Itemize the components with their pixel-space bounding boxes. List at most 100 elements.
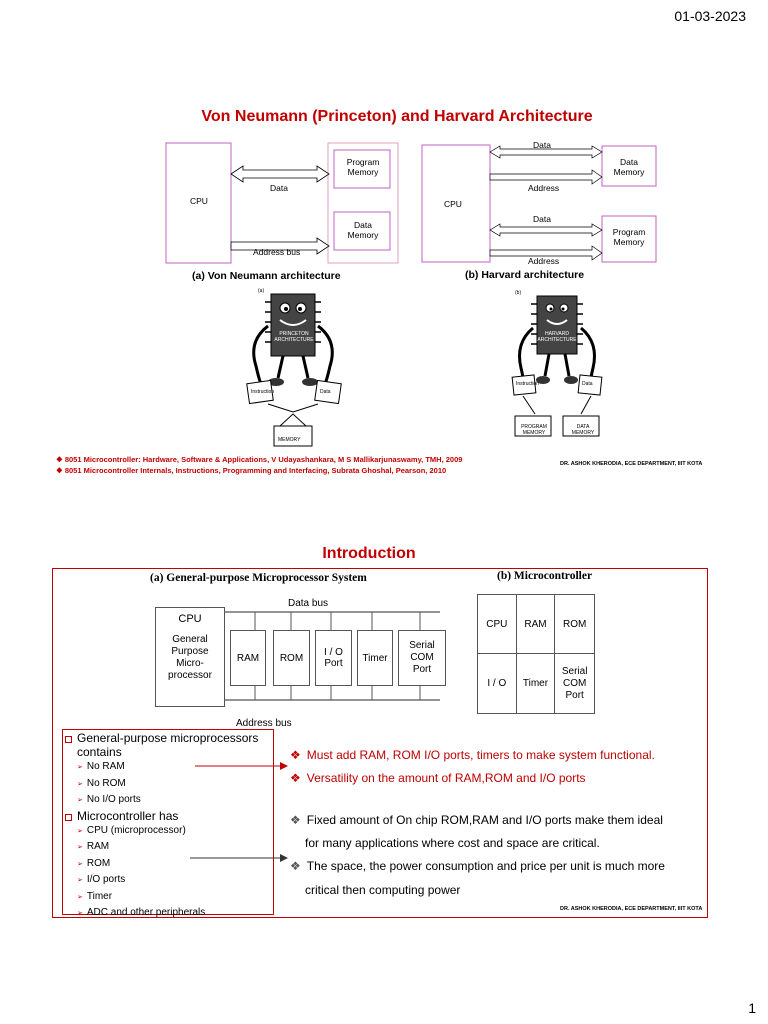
diamond-bullet-icon: ❖ <box>290 748 301 762</box>
hv-program-memory-box <box>601 215 657 263</box>
hv-program-memory-label: Program Memory <box>612 227 646 247</box>
hv-data-arrow-bottom <box>489 223 603 237</box>
vn-data-label: Data <box>270 183 288 193</box>
vn-cpu-box <box>165 142 232 264</box>
memory-box <box>273 425 313 447</box>
arrow-bullet-icon: ➢ <box>77 780 83 788</box>
data-bus-label: Data bus <box>288 598 329 609</box>
robot-b-instruction: Instruction <box>516 381 540 387</box>
mc-serial-cell: Serial COM Port <box>561 665 588 701</box>
timer-block: Timer <box>357 630 393 686</box>
arrow-bullet-icon: ➢ <box>77 860 83 868</box>
slide1-title: Von Neumann (Princeton) and Harvard Arch… <box>201 108 593 125</box>
mc-cpu-cell: CPU <box>478 595 517 654</box>
microprocessor-system-diagram <box>225 611 440 701</box>
hv-address-arrow-top <box>489 169 603 185</box>
diamond-bullet-icon: ❖ <box>290 771 301 785</box>
slide1-credit: DR. ASHOK KHERODIA, ECE DEPARTMENT, IIIT… <box>560 461 703 467</box>
list-item: ➢No RAM <box>77 761 125 772</box>
data-sheet <box>314 379 342 405</box>
io-port-block: I / O Port <box>315 630 352 686</box>
princeton-chip-text: PRINCETON ARCHITECTURE <box>274 331 314 343</box>
hv-address-top-label: Address <box>528 183 560 193</box>
square-bullet-icon <box>65 813 72 821</box>
list-item: ➢No ROM <box>77 777 126 789</box>
slide2-title: Introduction <box>322 545 416 562</box>
hv-data-memory-box <box>601 145 657 187</box>
arrow-bullet-icon: ➢ <box>77 877 83 884</box>
vn-data-arrow <box>230 165 330 183</box>
arrow-bullet-icon: ➢ <box>77 797 83 804</box>
diamond-bullet-icon: ❖ <box>290 813 301 827</box>
von-neumann-diagram <box>165 142 399 264</box>
fig-a-title: (a) General-purpose Microprocessor Syste… <box>150 572 367 584</box>
point-versatility: ❖Versatility on the amount of RAM,ROM an… <box>290 771 586 785</box>
mc-timer-cell: Timer <box>517 654 556 713</box>
arrow-bullet-icon: ➢ <box>77 910 83 917</box>
instruction-sheet <box>246 379 274 405</box>
vn-data-memory-label: Data Memory <box>347 220 379 240</box>
vn-data-memory-box <box>333 211 391 251</box>
hv-caption: (b) Harvard architecture <box>465 269 585 281</box>
robot-a-data: Data <box>320 389 331 395</box>
hv-data-bottom-label: Data <box>533 214 551 224</box>
point-space-power: ❖The space, the power consumption and pr… <box>290 859 665 873</box>
vn-caption: (a) Von Neumann architecture <box>192 270 341 282</box>
hv-data-top-label: Data <box>533 140 551 150</box>
hv-cpu-box <box>421 144 491 263</box>
list-heading-microprocessor: General-purpose microprocessors contains <box>63 731 273 759</box>
harvard-robot-illustration <box>511 295 603 437</box>
data-memory-box <box>562 415 600 437</box>
arrow-bullet-icon: ➢ <box>77 827 83 835</box>
robot-b-data: Data <box>582 381 593 387</box>
hv-cpu-label: CPU <box>444 199 462 209</box>
mc-io-cell: I / O <box>478 654 517 713</box>
point-space-power-cont: critical then computing power <box>305 883 461 897</box>
robot-a-instruction: Instruction <box>251 389 275 395</box>
cpu-description: General Purpose Micro-processor <box>168 634 212 681</box>
hv-data-memory-label: Data Memory <box>613 157 645 177</box>
vn-memory-frame <box>327 142 399 264</box>
point-fixed-amount: ❖Fixed amount of On chip ROM,RAM and I/O… <box>290 813 663 827</box>
princeton-robot-illustration <box>246 293 342 447</box>
hv-data-arrow-top <box>489 145 603 159</box>
list-item: ➢RAM <box>77 841 110 852</box>
list-item: ➢ROM <box>77 857 111 869</box>
program-memory-box <box>514 415 552 437</box>
slide2-credit: DR. ASHOK KHERODIA, ECE DEPARTMENT, IIIT… <box>560 906 703 912</box>
page-number: 1 <box>748 1000 756 1016</box>
connector-arrows <box>190 762 288 862</box>
robot-a-fig-label: (a) <box>258 288 265 294</box>
instruction-sheet <box>511 374 537 396</box>
vn-address-label: Address bus <box>253 247 301 257</box>
fig-b-title: (b) Microcontroller <box>497 570 593 582</box>
robot-a-memory: MEMORY <box>278 437 301 443</box>
list-item: ➢CPU (microprocessor) <box>77 824 186 836</box>
robot-b-program-memory: PROGRAM MEMORY <box>521 424 547 436</box>
diamond-bullet-icon: ❖ <box>290 859 301 873</box>
harvard-diagram <box>421 144 657 263</box>
microcontroller-diagram: CPU RAM ROM I / O Timer Serial COM Port <box>477 594 595 714</box>
ram-block: RAM <box>230 630 266 686</box>
cpu-title: CPU <box>178 613 202 625</box>
arrow-bullet-icon: ➢ <box>77 764 83 771</box>
list-item: ➢I/O ports <box>77 874 126 885</box>
mc-rom-cell: ROM <box>555 595 594 654</box>
list-item: ➢No I/O ports <box>77 794 141 805</box>
mc-ram-cell: RAM <box>516 595 556 654</box>
vn-cpu-label: CPU <box>190 196 208 206</box>
vn-program-memory-label: Program Memory <box>346 157 380 177</box>
point-must-add: ❖Must add RAM, ROM I/O ports, timers to … <box>290 748 655 762</box>
point-fixed-amount-cont: for many applications where cost and spa… <box>305 836 600 850</box>
hv-address-bottom-label: Address <box>528 256 560 266</box>
reference-1: ❖ 8051 Microcontroller: Hardware, Softwa… <box>56 455 463 464</box>
data-sheet <box>577 374 603 396</box>
black-arrowhead-icon <box>280 854 288 862</box>
comparison-list-box: General-purpose microprocessors contains… <box>62 729 274 918</box>
robot-b-fig-label: (b) <box>515 290 522 296</box>
list-heading-microcontroller: Microcontroller has <box>63 809 273 823</box>
robot-b-data-memory: DATA MEMORY <box>571 424 595 436</box>
list-item: ➢Timer <box>77 890 113 902</box>
rom-block: ROM <box>273 630 310 686</box>
red-arrowhead-icon <box>280 762 288 770</box>
